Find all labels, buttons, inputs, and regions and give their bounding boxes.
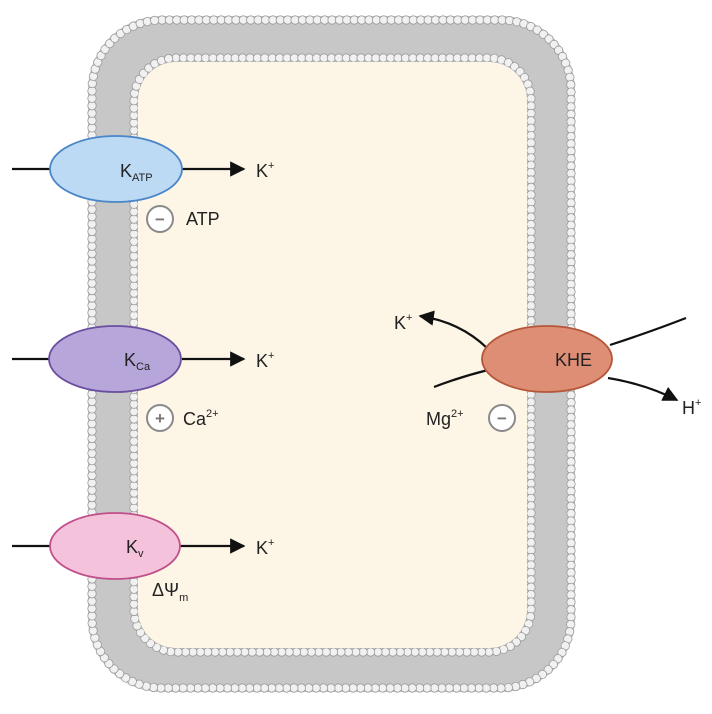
kv-channel: Kv K+ xyxy=(12,512,274,580)
minus-sign-icon xyxy=(146,205,174,233)
katp-ellipse xyxy=(49,135,183,203)
lipid-head xyxy=(150,15,160,25)
khe-h-out-arrow xyxy=(607,376,679,401)
membrane-potential: ΔΨm xyxy=(152,580,188,604)
khe-upper-right-line xyxy=(609,316,687,347)
kca-ellipse xyxy=(48,325,182,393)
ca-regulator: + Ca2+ xyxy=(146,404,219,432)
membrane xyxy=(87,15,576,693)
khe-h-label: H+ xyxy=(682,397,701,418)
khe-lower-left-line xyxy=(433,368,489,389)
khe-k-label: K+ xyxy=(394,312,412,333)
khe-ellipse xyxy=(481,325,613,393)
psi-label: ΔΨm xyxy=(152,580,188,604)
khe-label: KHE xyxy=(555,350,592,370)
khe-exchanger: KHE K+ H+ xyxy=(394,310,701,418)
kca-ion-label: K+ xyxy=(256,350,274,371)
kca-label: KCa xyxy=(124,350,151,373)
atp-sign: − xyxy=(155,210,165,229)
kv-ellipse xyxy=(49,512,181,580)
kca-channel: KCa K+ xyxy=(12,325,274,393)
mg-regulator: Mg2+ − xyxy=(426,404,516,432)
katp-channel: KATP K+ xyxy=(12,135,274,203)
kv-label: Kv xyxy=(126,537,144,560)
matrix xyxy=(138,62,527,648)
lipid-head xyxy=(164,54,174,64)
ca-label: Ca2+ xyxy=(183,408,219,429)
outer-lipid-heads xyxy=(87,15,576,693)
atp-regulator: − ATP xyxy=(146,205,220,233)
khe-k-out-arrow xyxy=(418,310,488,349)
ca-sign: + xyxy=(155,409,165,428)
minus-sign-icon xyxy=(488,404,516,432)
mg-label: Mg2+ xyxy=(426,408,464,429)
plus-sign-icon xyxy=(146,404,174,432)
katp-label: KATP xyxy=(120,161,153,184)
atp-label: ATP xyxy=(186,209,220,229)
katp-ion-label: K+ xyxy=(256,160,274,181)
kv-ion-label: K+ xyxy=(256,537,274,558)
mg-sign: − xyxy=(497,409,507,428)
